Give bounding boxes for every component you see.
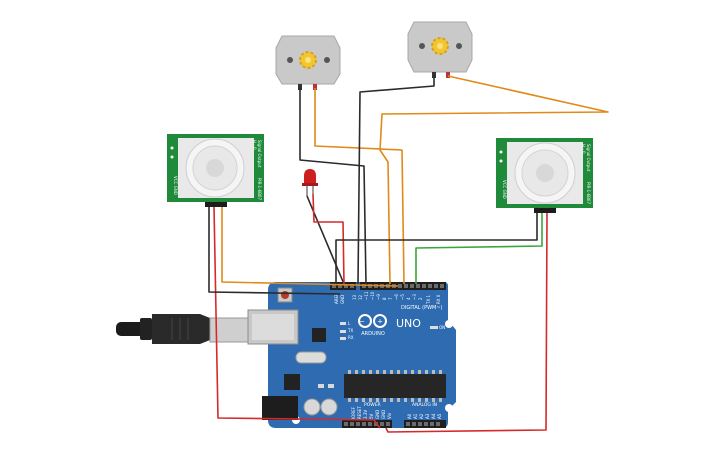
analog-header: A0 A1 A2 A3 A4 A5 <box>404 413 446 428</box>
sensor-label: H - 0 <box>581 144 586 154</box>
power-header: IOREF RESET 3.3V 5V GND GND Vin <box>342 406 392 428</box>
tx-label: TX <box>347 328 353 333</box>
pin-label: IOREF <box>351 406 356 419</box>
sensor-label: VCC GND <box>173 176 178 195</box>
pin-label: A1 <box>413 413 418 419</box>
pin-label: RX 0 <box>436 294 441 304</box>
pin-label: RESET <box>357 406 362 419</box>
dc-motor-right <box>407 21 473 78</box>
wire-black <box>299 88 367 285</box>
wire-red <box>385 212 548 433</box>
sensor-label: VCC GND <box>502 180 507 199</box>
on-label: ON <box>439 325 445 330</box>
led <box>302 169 318 196</box>
mcu-chip <box>344 374 446 398</box>
pin-label: GND <box>375 410 380 419</box>
aref-label: AREF <box>334 293 339 304</box>
usb-chip <box>312 328 326 342</box>
brand-label: ARDUINO <box>361 331 385 337</box>
pin-label: A4 <box>431 413 436 419</box>
pin-label: TX 1 <box>426 295 431 305</box>
wire-black <box>357 76 435 285</box>
pin-label: 2 <box>418 297 423 300</box>
sensor-label: PIR-1-6B07 <box>586 182 591 204</box>
usb-cable <box>116 314 251 344</box>
power-jack <box>262 396 298 420</box>
pir-sensor-left: VCC GND Signal Output H - 0 PIR-1-6B07 <box>167 134 264 207</box>
wire-orange <box>379 75 609 285</box>
wire-orange <box>314 88 405 285</box>
arduino-board: − + ARDUINO UNO TX RX L ON DIGITAL (PWM~… <box>247 282 456 428</box>
l-label: L <box>348 321 351 326</box>
gnd-label: GND <box>340 295 345 304</box>
mounting-hole <box>445 320 453 328</box>
pin-label: A2 <box>419 413 424 419</box>
svg-text:−: − <box>359 318 365 326</box>
sensor-label: PIR-1-6B07 <box>257 178 262 200</box>
wire-black <box>335 213 538 284</box>
pin-label: ~6 <box>394 294 399 300</box>
pin-label: 7 <box>388 297 393 300</box>
wire-orange <box>221 207 399 287</box>
pin-label: 4 <box>406 297 411 300</box>
pin-label: Vin <box>387 412 392 419</box>
voltage-regulator <box>284 374 300 390</box>
wires <box>208 75 609 433</box>
sensor-label: Signal Output <box>586 144 591 172</box>
model-label: UNO <box>396 317 421 330</box>
pin-label: 8 <box>382 297 387 300</box>
mounting-hole <box>445 404 453 412</box>
rx-label: RX <box>348 335 354 340</box>
wire-green <box>415 213 543 284</box>
wire-black <box>208 207 341 295</box>
digital-label: DIGITAL (PWM~) <box>401 305 443 311</box>
pin-label: A5 <box>437 413 442 419</box>
pin-label: ~11 <box>364 291 369 300</box>
pin-label: 13 <box>352 294 357 300</box>
pin-label: A3 <box>425 413 430 419</box>
capacitor <box>303 398 321 416</box>
sensor-label: Signal Output <box>257 140 262 168</box>
dc-motor-left <box>275 35 341 90</box>
sensor-label: H - 0 <box>252 140 257 150</box>
pin-label: ~3 <box>412 294 417 300</box>
pin-label: A0 <box>407 413 412 419</box>
pin-label: ~9 <box>376 294 381 300</box>
arduino-logo <box>358 314 387 328</box>
pir-sensor-right: VCC GND Signal Output H - 0 PIR-1-6B07 <box>496 138 593 213</box>
pin-label: GND <box>381 410 386 419</box>
wire-red <box>312 193 345 285</box>
wire-red <box>213 206 381 429</box>
pin-label: ~10 <box>370 291 375 300</box>
crystal <box>295 351 327 364</box>
power-label: POWER <box>364 402 381 408</box>
pin-label: 3.3V <box>363 410 368 419</box>
svg-text:+: + <box>377 318 383 326</box>
pin-label: 5V <box>369 413 374 419</box>
capacitor <box>320 398 338 416</box>
pin-label: ~5 <box>400 294 405 300</box>
analog-label: ANALOG IN <box>412 402 437 408</box>
pin-label: 12 <box>358 294 363 300</box>
